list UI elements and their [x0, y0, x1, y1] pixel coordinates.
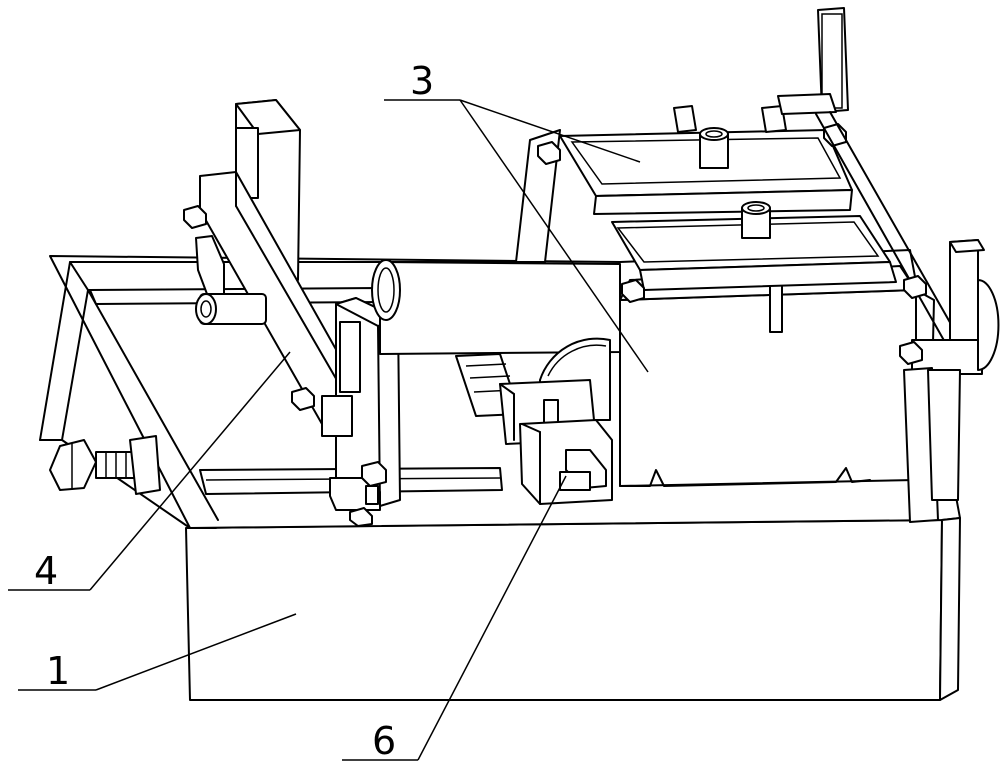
- adjustment-bolt: [50, 436, 160, 494]
- callout-6-label: 6: [372, 719, 396, 763]
- callout-4-label: 4: [34, 549, 58, 593]
- upper-press-plate: [538, 106, 852, 214]
- callout-3-label: 3: [410, 59, 434, 103]
- callout-1-label: 1: [46, 649, 70, 693]
